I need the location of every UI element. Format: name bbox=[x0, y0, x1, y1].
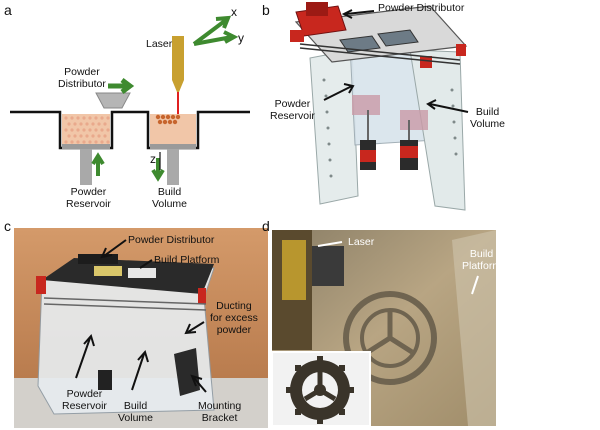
rod-c-1 bbox=[43, 297, 207, 305]
axis-y-label: y bbox=[238, 31, 244, 45]
panel-letter-c: c bbox=[4, 218, 11, 234]
build-volume-label-c: Build Volume bbox=[118, 400, 154, 425]
frame-corner-red-3 bbox=[456, 44, 466, 56]
inset-gear-teeth bbox=[286, 356, 354, 424]
axis-z-label: z bbox=[150, 152, 156, 166]
inset-gear-spokes bbox=[303, 372, 337, 402]
gear-print-outer bbox=[343, 291, 437, 385]
arrow-ducting-c bbox=[184, 321, 205, 335]
bracket-c bbox=[174, 348, 200, 396]
distributor-block bbox=[78, 254, 118, 264]
arrow-build-b bbox=[426, 99, 469, 113]
rod-c-2 bbox=[43, 303, 207, 311]
laser-label-d: Laser bbox=[348, 236, 375, 248]
mounting-bracket-label-c: Mounting Bracket bbox=[198, 400, 242, 425]
laser-mount bbox=[312, 246, 344, 286]
reservoir-motor-accent bbox=[360, 150, 376, 162]
reservoir-piston-plate bbox=[62, 144, 110, 149]
laser-label: Laser bbox=[146, 38, 173, 50]
panel-c-photo bbox=[14, 228, 268, 428]
build-piston-plate bbox=[150, 144, 196, 149]
arrow-platform-d bbox=[471, 275, 479, 295]
arrow-platform-c bbox=[139, 259, 153, 269]
powder-distributor-label-c: Powder Distributor bbox=[128, 234, 215, 246]
arrow-reservoir-b bbox=[323, 83, 355, 101]
powder-reservoir-label-b: Powder Reservoir bbox=[270, 98, 315, 123]
arrow-volume-c bbox=[131, 349, 149, 391]
left-wall bbox=[309, 49, 359, 205]
laser-head bbox=[282, 240, 306, 300]
build-volume-label-b: Build Volume bbox=[470, 106, 506, 131]
x-axis-arrow bbox=[192, 15, 232, 46]
build-part bbox=[155, 114, 181, 125]
distributor-arrow bbox=[108, 78, 135, 94]
wall-holes bbox=[322, 78, 458, 178]
distributor-hopper bbox=[95, 92, 131, 109]
arrow-distributor-b bbox=[341, 9, 375, 19]
build-platform-edge bbox=[452, 230, 496, 426]
panel-a-schematic bbox=[10, 15, 250, 185]
guide-rod-1 bbox=[299, 43, 461, 61]
panel-d-photo bbox=[271, 230, 496, 427]
build-volume-label-a: Build Volume bbox=[152, 186, 188, 211]
powder-distributor-label-a: Powder Distributor bbox=[58, 66, 106, 91]
reservoir-piston-rod bbox=[80, 149, 92, 185]
build-platform-window-1 bbox=[94, 266, 122, 276]
build-platform-label-d: Build Platform bbox=[462, 248, 502, 273]
build-piston bbox=[400, 110, 428, 130]
laser-body bbox=[172, 36, 184, 80]
ground-line bbox=[10, 110, 250, 150]
panel-b-render bbox=[290, 2, 469, 211]
build-down-arrow bbox=[151, 158, 165, 182]
laser-tip bbox=[172, 80, 184, 92]
distributor-motor bbox=[306, 2, 328, 16]
reservoir-up-arrow bbox=[91, 152, 105, 176]
panel-letter-b: b bbox=[262, 2, 270, 18]
panel-letter-a: a bbox=[4, 2, 12, 18]
arrow-reservoir-c bbox=[75, 333, 95, 379]
arrow-bracket-c bbox=[190, 374, 207, 393]
frame-corner-red-2 bbox=[420, 56, 432, 68]
build-platform-label-c: Build Platform bbox=[154, 254, 220, 266]
build-motor-accent bbox=[400, 146, 418, 158]
arrow-laser-d bbox=[317, 241, 343, 247]
panel-letter-d: d bbox=[262, 218, 270, 234]
powder-distributor-label-b: Powder Distributor bbox=[378, 2, 465, 14]
powder-reservoir-label-c: Powder Reservoir bbox=[62, 388, 107, 413]
axis-x-label: x bbox=[231, 5, 237, 19]
motor-c bbox=[98, 370, 112, 390]
build-piston-rod bbox=[167, 149, 179, 185]
y-axis-arrow bbox=[193, 30, 239, 46]
arrow-distributor-c bbox=[100, 239, 127, 259]
powder-reservoir-label-a: Powder Reservoir bbox=[66, 186, 111, 211]
build-platform-window-2 bbox=[128, 268, 156, 278]
ducting-label-c: Ducting for excess powder bbox=[210, 300, 258, 337]
guide-rod-2 bbox=[299, 47, 461, 65]
corner-red-left bbox=[36, 276, 46, 294]
reservoir-powder-dots bbox=[64, 116, 110, 144]
reservoir-piston bbox=[352, 95, 380, 115]
corner-red-right bbox=[198, 288, 206, 304]
gear-print-spokes bbox=[366, 310, 414, 355]
frame-corner-red-1 bbox=[290, 30, 304, 42]
